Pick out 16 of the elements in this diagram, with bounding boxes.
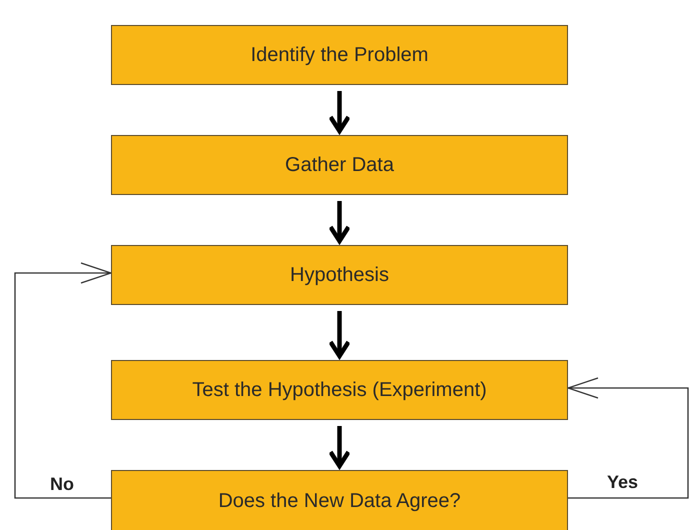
arrow [328,91,351,134]
process-box [111,470,568,530]
box-text: Hypothesis [290,264,389,286]
process-box [111,245,568,305]
box-text: Does the New Data Agree? [218,490,461,512]
box-text: Gather Data [285,154,394,176]
process-box [111,135,568,195]
arrow [328,201,351,244]
arrow [14,262,112,499]
box-text: Test the Hypothesis (Experiment) [192,378,487,402]
process-box [111,360,568,420]
arrow [328,311,351,358]
arrow [567,377,689,499]
process-box [111,25,568,85]
box-text: Identify the Problem [250,44,428,66]
arrow [328,426,351,468]
